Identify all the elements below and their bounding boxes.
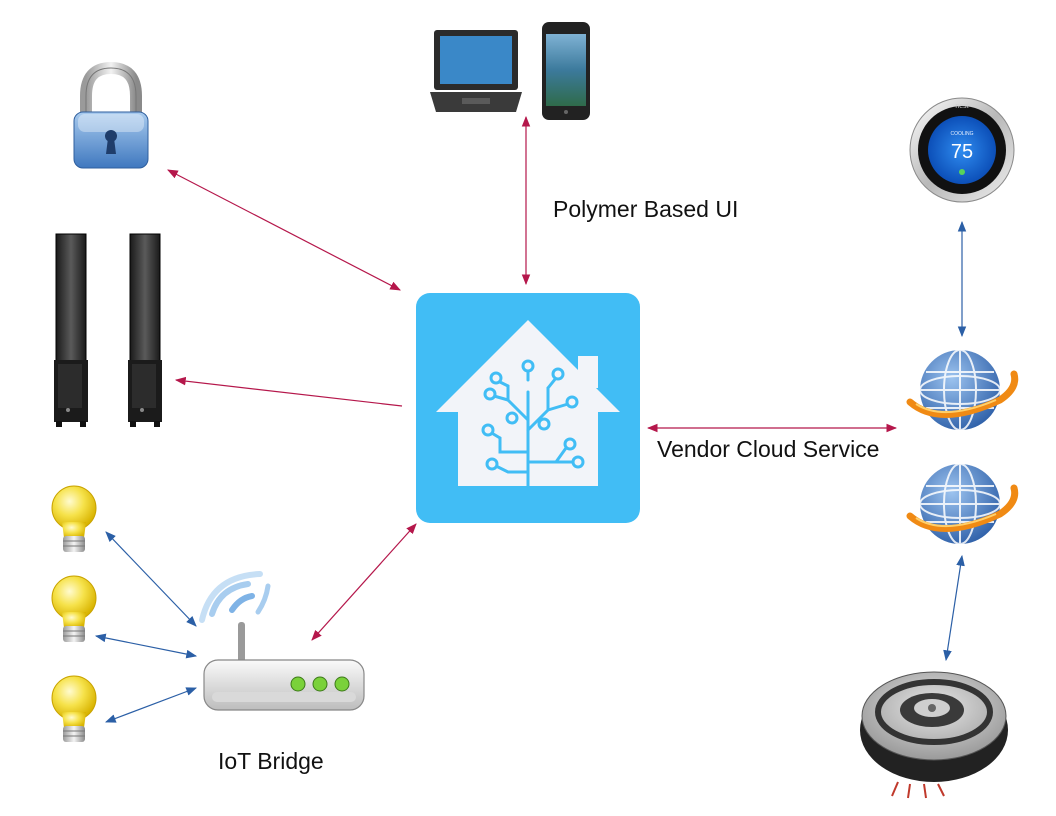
robot-vacuum-icon <box>860 671 1008 799</box>
speakers-icon <box>54 233 162 427</box>
router-icon <box>199 571 365 711</box>
light-bulb-icon-1 <box>51 485 97 552</box>
lock-icon <box>73 61 149 169</box>
vendor-cloud-label: Vendor Cloud Service <box>657 436 880 462</box>
connections <box>94 115 967 723</box>
phone-icon <box>542 22 590 120</box>
light-bulb-icon-3 <box>51 675 97 742</box>
globe-icon-1 <box>906 349 1019 431</box>
arrow-hub-speakers <box>174 376 403 407</box>
globe-icon-2 <box>906 463 1019 545</box>
arrow-bulb3-bridge <box>104 687 198 723</box>
thermostat-temperature: 75 <box>951 141 973 163</box>
thermostat-icon: nest COOLING 75 <box>909 97 1015 203</box>
arrow-bulb2-bridge <box>94 633 198 659</box>
laptop-icon <box>430 30 522 112</box>
speaker-right <box>128 233 162 427</box>
light-bulb-icon-2 <box>51 575 97 642</box>
thermostat-brand: nest <box>955 103 968 110</box>
polymer-ui-label: Polymer Based UI <box>553 196 739 222</box>
speaker-left <box>54 233 88 427</box>
home-assistant-logo <box>416 293 640 523</box>
arrow-cloud-roomba <box>943 554 965 662</box>
arrow-bridge-hub <box>311 523 417 641</box>
arrow-bulb1-bridge <box>105 531 197 627</box>
iot-bridge-label: IoT Bridge <box>218 748 324 774</box>
arrow-lock-hub <box>167 169 401 291</box>
thermostat-mode: COOLING <box>950 131 973 137</box>
